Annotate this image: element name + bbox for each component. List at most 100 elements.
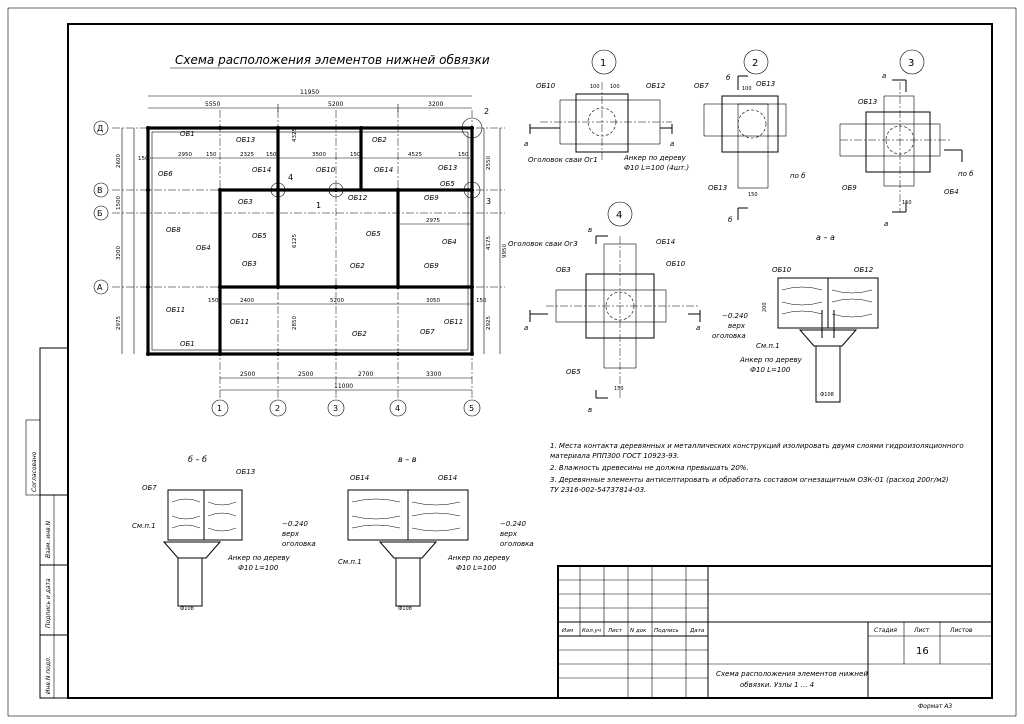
node-4-cut-v-bottom: в bbox=[588, 406, 592, 414]
section-vv: в – в ОБ14 ОБ14 См.п.1 −0.240 верх оголо… bbox=[338, 455, 534, 612]
drawing-title: Схема расположения элементов нижней обвя… bbox=[175, 53, 490, 67]
dim-bottom-4: 3300 bbox=[426, 371, 441, 378]
dim-mid-2: 2850 bbox=[292, 316, 298, 330]
mark-ob13-a: ОБ13 bbox=[236, 136, 255, 144]
node-2-ob13: ОБ13 bbox=[756, 80, 775, 88]
section-aa-anchor-b: Ф10 L=100 bbox=[750, 366, 791, 374]
node-4-cut-a-right: а bbox=[696, 324, 700, 332]
mark-ob4-a: ОБ4 bbox=[196, 244, 211, 252]
mark-ob6: ОБ6 bbox=[158, 170, 173, 178]
dim-left-4: 150 bbox=[138, 156, 149, 162]
dim-r3-4: 150 bbox=[476, 298, 487, 304]
node-2-cut-b-top: б bbox=[726, 74, 731, 82]
mark-ob4-b: ОБ4 bbox=[442, 238, 457, 246]
tb-col-izm: Изм bbox=[562, 628, 573, 634]
tb-name-l2: обвязки. Узлы 1 ... 4 bbox=[740, 681, 814, 689]
axis-row-d: Д bbox=[97, 124, 103, 133]
tb-list: Лист bbox=[913, 627, 930, 634]
dim-r1-0: 2950 bbox=[178, 152, 192, 158]
dim-right-0: 2550 bbox=[486, 156, 492, 170]
dim-bottom-overall: 11000 bbox=[334, 383, 353, 390]
section-bb-title: б – б bbox=[188, 455, 207, 464]
tb-col-koluch: Кол.уч bbox=[582, 628, 602, 634]
dim-right-1: 4175 bbox=[486, 236, 492, 250]
node-2: 2 ОБ7 ОБ13 ОБ13 б б 100 150 bbox=[694, 49, 787, 224]
node-3-cut-a-bottom: а bbox=[884, 220, 888, 228]
mark-ob11-a: ОБ11 bbox=[166, 306, 185, 314]
pile-markers bbox=[146, 126, 474, 356]
section-bb-level-l2: оголовка bbox=[282, 540, 316, 548]
node-1-cut-a-left: а bbox=[524, 140, 528, 148]
node-3-ob13: ОБ13 bbox=[858, 98, 877, 106]
node-2-ob7: ОБ7 bbox=[694, 82, 709, 90]
dim-left-0: 2600 bbox=[116, 154, 122, 168]
tb-name-l1: Схема расположения элементов нижней bbox=[716, 670, 868, 678]
section-vv-level: −0.240 bbox=[500, 520, 526, 528]
node-1-label: 1 bbox=[600, 58, 606, 69]
section-aa-level: −0.240 bbox=[722, 312, 748, 320]
mark-ob1-top: ОБ1 bbox=[180, 130, 195, 138]
section-vv-level-l2: оголовка bbox=[500, 540, 534, 548]
mark-ob8: ОБ8 bbox=[166, 226, 181, 234]
section-aa: а – а ОБ10 ОБ12 −0.240 верх оголовка См.… bbox=[712, 233, 879, 403]
mark-ob2-c: ОБ2 bbox=[352, 330, 367, 338]
note-1: 1. Места контакта деревянных и металличе… bbox=[550, 442, 964, 450]
section-aa-ob10: ОБ10 bbox=[772, 266, 792, 274]
vzam-label: Взам. инв.N bbox=[45, 520, 52, 558]
tb-col-ndok: N док bbox=[630, 628, 647, 634]
node-3-po-b: по б bbox=[958, 170, 974, 178]
notes: 1. Места контакта деревянных и металличе… bbox=[550, 442, 964, 494]
node-tag-2: 2 bbox=[484, 107, 489, 116]
node-4-ob5: ОБ5 bbox=[566, 368, 581, 376]
dim-top-2: 5200 bbox=[328, 101, 343, 108]
dim-r1-1: 150 bbox=[206, 152, 217, 158]
section-bb-anchor-b: Ф10 L=100 bbox=[238, 564, 279, 572]
section-vv-anchor-b: Ф10 L=100 bbox=[456, 564, 497, 572]
dim-bottom-1: 2500 bbox=[240, 371, 255, 378]
dim-bottom-2: 2500 bbox=[298, 371, 313, 378]
mark-ob3-a: ОБ3 bbox=[238, 198, 253, 206]
node-1: 1 а а ОБ10 ОБ12 100 100 Оголовок сваи Ог… bbox=[524, 49, 689, 172]
section-vv-anchor: Анкер по дереву bbox=[447, 554, 511, 562]
dim-left-2: 3200 bbox=[116, 246, 122, 260]
tb-listov: Листов bbox=[949, 627, 973, 634]
mark-ob14-b: ОБ14 bbox=[374, 166, 393, 174]
section-bb-ob7: ОБ7 bbox=[142, 484, 157, 492]
sheet-border bbox=[7, 7, 1017, 717]
dim-r2-0: 2975 bbox=[426, 218, 440, 224]
section-bb-level-l1: верх bbox=[282, 530, 300, 538]
tb-col-list: Лист bbox=[607, 628, 623, 634]
mark-ob5: ОБ5 bbox=[440, 180, 455, 188]
mark-ob1-bottom: ОБ1 bbox=[180, 340, 195, 348]
node-4-label: 4 bbox=[616, 210, 622, 221]
mark-ob5-c: ОБ5 bbox=[366, 230, 381, 238]
section-aa-ob12: ОБ12 bbox=[854, 266, 874, 274]
axis-row-b: Б bbox=[97, 209, 103, 218]
node-4-cut-a-left: а bbox=[524, 324, 528, 332]
node-1-anchor-b: Ф10 L=100 (4шт.) bbox=[624, 164, 689, 172]
axis-col-4: 4 bbox=[395, 404, 400, 413]
dim-r1-7: 150 bbox=[458, 152, 469, 158]
podp-label: Подпись и дата bbox=[45, 578, 52, 628]
section-aa-level-l1: верх bbox=[728, 322, 746, 330]
node-1-ob12: ОБ12 bbox=[646, 82, 666, 90]
node-4: 4 а а в в Оголовок сваи Ог3 ОБ14 ОБ10 ОБ… bbox=[508, 201, 701, 414]
inv-label: Инв.N подл. bbox=[45, 656, 52, 694]
dim-r1-5: 150 bbox=[350, 152, 361, 158]
section-aa-pipe: Ф108 bbox=[820, 392, 834, 398]
dim-left-1: 1500 bbox=[116, 196, 122, 210]
dim-top-1: 5550 bbox=[205, 101, 220, 108]
node-tag-3: 3 bbox=[486, 197, 491, 206]
section-bb-pipe: Ф108 bbox=[180, 606, 194, 612]
tb-col-data: Дата bbox=[689, 628, 705, 634]
mark-ob9-a: ОБ9 bbox=[424, 194, 439, 202]
node-2-d100: 100 bbox=[742, 86, 752, 92]
dim-top-overall: 11950 bbox=[300, 89, 319, 96]
section-vv-pipe: Ф108 bbox=[398, 606, 412, 612]
node-tag-4: 4 bbox=[288, 173, 293, 182]
mark-ob2-b: ОБ2 bbox=[350, 262, 365, 270]
dim-right-2: 2925 bbox=[486, 316, 492, 330]
node-2-po-b: по б bbox=[790, 172, 806, 180]
node-4-cap: Оголовок сваи Ог3 bbox=[508, 240, 578, 248]
